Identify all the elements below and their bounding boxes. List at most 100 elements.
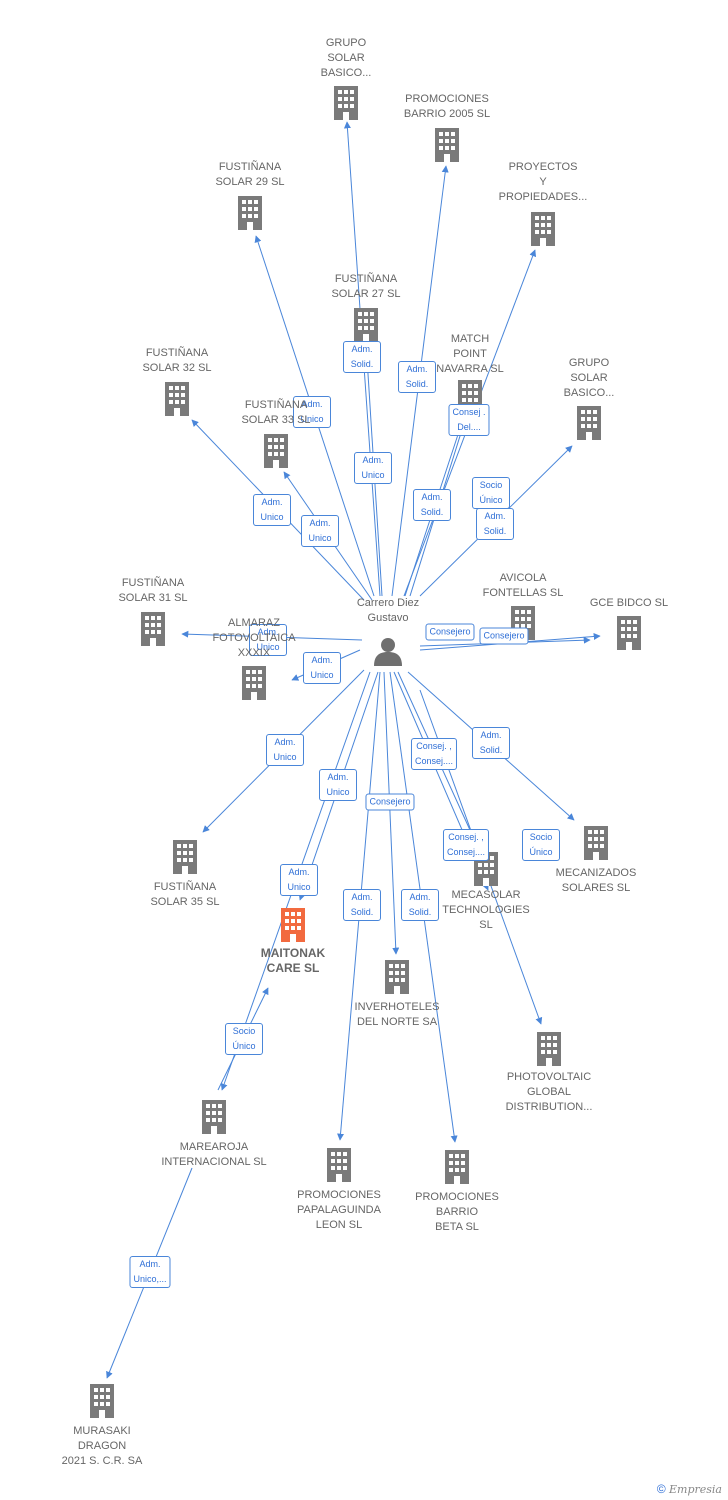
company-label[interactable]: PROMOCIONES BARRIO BETA SL [415,1191,499,1233]
edge-role-label[interactable]: Adm. Unico,... [129,1256,171,1288]
company-label[interactable]: MAREAROJA INTERNACIONAL SL [161,1141,267,1168]
building-icon[interactable] [435,128,459,162]
company-node-barrio-beta[interactable]: PROMOCIONES BARRIO BETA SL [392,1190,522,1235]
building-icon[interactable] [577,406,601,440]
edge-role-label[interactable]: Consej . Del.... [448,404,490,436]
person-name: Carrero Diez Gustavo [356,597,420,624]
building-icon[interactable] [141,612,165,646]
edge-role-label[interactable]: Adm. Solid. [413,489,451,521]
building-icon[interactable] [354,308,378,342]
company-node-marearoja[interactable]: MAREAROJA INTERNACIONAL SL [149,1140,279,1170]
company-node-fustinana-32[interactable]: FUSTIÑANA SOLAR 32 SL [112,346,242,376]
edge-role-label[interactable]: Adm. Unico [354,452,392,484]
edge-role-label[interactable]: Consejero [365,793,415,811]
company-label[interactable]: MATCH POINT NAVARRA SL [436,333,504,375]
building-icon[interactable] [531,212,555,246]
edge-role-label[interactable]: Socio Único [225,1023,263,1055]
company-node-murasaki[interactable]: MURASAKI DRAGON 2021 S. C.R. SA [37,1424,167,1469]
company-node-fustinana-27[interactable]: FUSTIÑANA SOLAR 27 SL [301,272,431,302]
edge-role-label[interactable]: Adm. Solid. [343,889,381,921]
company-node-photovoltaic[interactable]: PHOTOVOLTAIC GLOBAL DISTRIBUTION... [484,1070,614,1115]
edge-role-label[interactable]: Consejero [425,623,475,641]
company-label[interactable]: GCE BIDCO SL [589,597,669,609]
company-label[interactable]: GRUPO SOLAR BASICO... [563,357,615,399]
company-node-fustinana-35[interactable]: FUSTIÑANA SOLAR 35 SL [120,880,250,910]
company-node-almaraz[interactable]: ALMARAZ FOTOVOLTAICA XXXIX [189,616,319,661]
company-node-mecasolar[interactable]: MECASOLAR TECHNOLOGIES SL [421,888,551,933]
building-icon[interactable] [238,196,262,230]
edge-role-label[interactable]: Adm. Unico [280,864,318,896]
company-label[interactable]: PROMOCIONES PAPALAGUINDA LEON SL [297,1189,381,1231]
company-label[interactable]: FUSTIÑANA SOLAR 33 SL [241,399,311,426]
edge-role-label[interactable]: Adm. Solid. [398,361,436,393]
company-label[interactable]: FUSTIÑANA SOLAR 27 SL [331,273,401,300]
relationship-edge [383,671,400,955]
company-label[interactable]: FUSTIÑANA SOLAR 32 SL [142,347,212,374]
building-icon[interactable] [281,908,305,942]
company-node-fustinana-31[interactable]: FUSTIÑANA SOLAR 31 SL [88,576,218,606]
edge-role-label[interactable]: Socio Único [472,477,510,509]
copyright-symbol: © [656,1482,666,1496]
company-label[interactable]: PROYECTOS Y PROPIEDADES... [498,161,588,203]
edge-role-label[interactable]: Consej. , Consej.... [410,738,458,770]
building-icon[interactable] [242,666,266,700]
edge-role-label[interactable]: Adm. Unico [303,652,341,684]
building-icon[interactable] [537,1032,561,1066]
company-node-grupo-solar-1[interactable]: GRUPO SOLAR BASICO... [281,36,411,81]
company-node-papalaguinda[interactable]: PROMOCIONES PAPALAGUINDA LEON SL [274,1188,404,1233]
edge-role-label[interactable]: Consej. , Consej.... [442,829,490,861]
building-icon[interactable] [584,826,608,860]
building-icon[interactable] [173,840,197,874]
company-label[interactable]: PHOTOVOLTAIC GLOBAL DISTRIBUTION... [505,1071,593,1113]
building-icon[interactable] [202,1100,226,1134]
company-label[interactable]: MECASOLAR TECHNOLOGIES SL [442,889,530,931]
company-label[interactable]: FUSTIÑANA SOLAR 31 SL [118,577,188,604]
edge-role-label[interactable]: Adm. Unico [253,494,291,526]
company-node-match-point[interactable]: MATCH POINT NAVARRA SL [405,332,535,377]
building-icon[interactable] [165,382,189,416]
edge-role-label[interactable]: Consejero [479,627,529,645]
company-node-gce-bidco[interactable]: GCE BIDCO SL [564,596,694,611]
person-icon[interactable] [373,636,403,666]
company-node-promociones-barrio-2005[interactable]: PROMOCIONES BARRIO 2005 SL [382,92,512,122]
edge-role-label[interactable]: Adm. Solid. [472,727,510,759]
building-icon[interactable] [264,434,288,468]
edge-role-label[interactable]: Adm. Solid. [401,889,439,921]
edge-role-label[interactable]: Adm. Unico [293,396,331,428]
company-label[interactable]: FUSTIÑANA SOLAR 29 SL [215,161,285,188]
building-icon[interactable] [617,616,641,650]
company-label[interactable]: MURASAKI DRAGON 2021 S. C.R. SA [61,1425,143,1467]
company-label[interactable]: PROMOCIONES BARRIO 2005 SL [403,93,491,120]
edge-role-label[interactable]: Adm. Unico [301,515,339,547]
company-label[interactable]: GRUPO SOLAR BASICO... [320,37,372,79]
building-icon[interactable] [334,86,358,120]
company-node-grupo-solar-2[interactable]: GRUPO SOLAR BASICO... [524,356,654,401]
company-node-maitonak[interactable]: MAITONAK CARE SL [228,946,358,976]
edge-role-label[interactable]: Adm. Solid. [476,508,514,540]
company-node-inverhoteles[interactable]: INVERHOTELES DEL NORTE SA [332,1000,462,1030]
company-label[interactable]: MECANIZADOS SOLARES SL [555,867,637,894]
company-node-avicola[interactable]: AVICOLA FONTELLAS SL [458,571,588,601]
company-node-fustinana-33[interactable]: FUSTIÑANA SOLAR 33 SL [211,398,341,428]
edge-role-label[interactable]: Socio Único [522,829,560,861]
company-node-mecanizados[interactable]: MECANIZADOS SOLARES SL [531,866,661,896]
building-icon[interactable] [90,1384,114,1418]
edge-role-label[interactable]: Adm. Unico [266,734,304,766]
edge-role-label[interactable]: Adm. Unico [319,769,357,801]
building-icon[interactable] [327,1148,351,1182]
company-label[interactable]: INVERHOTELES DEL NORTE SA [354,1001,440,1028]
company-label[interactable]: FUSTIÑANA SOLAR 35 SL [150,881,220,908]
edge-role-label[interactable]: Adm. Solid. [343,341,381,373]
company-node-proyectos-propiedades[interactable]: PROYECTOS Y PROPIEDADES... [478,160,608,205]
edge-role-label[interactable]: Adm. Unico [249,624,287,656]
company-label[interactable]: ALMARAZ FOTOVOLTAICA XXXIX [212,617,296,659]
footer-credit: © Empresia [657,1482,722,1496]
company-label[interactable]: MAITONAK CARE SL [260,946,326,975]
company-node-fustinana-29[interactable]: FUSTIÑANA SOLAR 29 SL [185,160,315,190]
brand-logo[interactable]: Empresia [669,1483,722,1496]
building-icon[interactable] [445,1150,469,1184]
company-label[interactable]: AVICOLA FONTELLAS SL [482,572,564,599]
building-icon[interactable] [385,960,409,994]
